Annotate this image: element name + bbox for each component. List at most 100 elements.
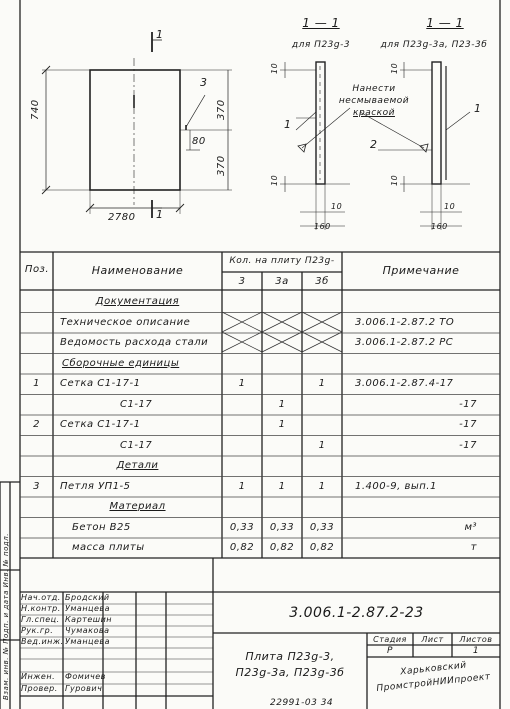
signer-role: Инжен. <box>21 672 56 681</box>
section-b-title: 1 — 1 <box>426 16 464 30</box>
qty-col-3b: 3б <box>315 276 329 287</box>
dim-width: 2780 <box>108 212 136 223</box>
qty-col-3: 3 <box>238 276 246 287</box>
signer-role: Н.контр. <box>21 604 61 613</box>
row-qty: 1 <box>318 439 326 451</box>
signer-name: Бродский <box>65 593 110 602</box>
row-note: т <box>470 542 477 553</box>
row-qty: 0,33 <box>309 521 335 533</box>
title-line-2: П23g-3а, П23g-3б <box>235 666 345 679</box>
doc-code: 3.006.1-2.87.2-23 <box>289 605 424 621</box>
row-note: -17 <box>459 398 477 410</box>
signer-name: Уманцева <box>65 637 111 646</box>
row-qty: 1 <box>278 480 286 492</box>
signer-role: Вед.инж. <box>21 637 64 646</box>
row-qty: 1 <box>238 378 246 389</box>
row-qty: 0,33 <box>269 521 295 533</box>
plate-plan-view <box>41 32 232 218</box>
row-qty: 0,33 <box>229 521 255 533</box>
row-qty: 1 <box>278 398 286 410</box>
col-name-header: Наименование <box>91 264 184 277</box>
section-mark-bottom: 1 <box>156 208 164 221</box>
row-note: 1.400-9, вып.1 <box>355 480 437 492</box>
section-b-subtitle: для П23g-3а, П23-3б <box>380 40 488 50</box>
signer-name: Фомичев <box>65 672 106 681</box>
row-pos: 1 <box>33 378 40 389</box>
col-qty-header: Кол. на плиту П23g- <box>229 256 335 266</box>
note-line-1: Нанести <box>352 84 396 94</box>
signer-role: Провер. <box>21 684 58 693</box>
section-a-title: 1 — 1 <box>302 16 340 30</box>
dim-10-f: 10 <box>444 202 456 211</box>
dim-10-a: 10 <box>270 62 279 74</box>
plate-callout: 3 <box>200 76 208 89</box>
qty-col-3a: 3а <box>275 276 289 287</box>
signer-role: Гл.спец. <box>21 615 60 624</box>
callout-1a: 1 <box>284 118 292 131</box>
row-name: С1-17 <box>120 439 153 451</box>
bottom-number: 22991-03 34 <box>270 698 334 708</box>
row-name: Петля УП1-5 <box>60 480 131 492</box>
callout-2: 2 <box>370 138 378 151</box>
row-note: -17 <box>459 419 477 430</box>
sheets-value: 1 <box>472 646 480 656</box>
row-note: -17 <box>459 439 477 451</box>
signer-name: Чумакова <box>65 626 110 635</box>
stage-header: Стадия <box>373 635 407 644</box>
row-qty: 1 <box>318 480 326 492</box>
row-qty: 1 <box>238 480 246 492</box>
sheets-header: Листов <box>459 635 493 644</box>
row-name: Детали <box>116 460 159 471</box>
row-qty: 0,82 <box>229 542 255 553</box>
row-qty: 0,82 <box>309 542 335 553</box>
col-note-header: Примечание <box>382 264 460 277</box>
dim-10-e: 10 <box>331 202 343 211</box>
stage-value: Р <box>387 646 393 656</box>
row-name: Материал <box>109 501 166 512</box>
row-name: масса плиты <box>72 542 145 553</box>
row-qty: 1 <box>318 378 326 389</box>
signer-name: Гурович <box>65 684 103 693</box>
dim-lower: 370 <box>216 155 227 176</box>
callout-1b: 1 <box>474 102 482 115</box>
sheet-header: Лист <box>421 635 444 644</box>
dim-80: 80 <box>192 136 206 147</box>
dim-10-c: 10 <box>390 62 399 74</box>
row-note: 3.006.1-2.87.4-17 <box>355 378 454 389</box>
title-line-1: Плита П23g-3, <box>245 650 335 663</box>
section-b-view <box>359 61 471 230</box>
row-qty: 1 <box>278 419 286 430</box>
dim-160-a: 160 <box>314 222 331 231</box>
dim-160-b: 160 <box>431 222 448 231</box>
row-name: Документация <box>95 296 180 307</box>
dim-height: 740 <box>30 99 41 120</box>
signer-role: Рук.гр. <box>21 626 54 635</box>
row-name: Сетка С1-17-1 <box>60 419 141 430</box>
section-a-subtitle: для П23g-3 <box>291 40 351 50</box>
row-qty: 0,82 <box>269 542 295 553</box>
signer-name: Картешин <box>65 615 112 624</box>
row-pos: 3 <box>33 480 40 492</box>
note-line-3: краской <box>353 108 395 118</box>
col-pos-header: Поз. <box>24 264 50 275</box>
side-stamp-text: Взам. инв. № Подп. и дата Инв. № подл. <box>2 533 10 700</box>
section-a-view <box>280 61 351 230</box>
signer-name: Уманцева <box>65 604 111 613</box>
row-name: Техническое описание <box>60 316 191 328</box>
row-note: м³ <box>464 521 477 533</box>
section-mark-top: 1 <box>156 28 164 41</box>
signer-role: Нач.отд. <box>21 593 61 602</box>
row-name: Сборочные единицы <box>62 357 180 369</box>
row-name: Сетка С1-17-1 <box>60 378 141 389</box>
dim-10-d: 10 <box>390 174 399 186</box>
row-name: С1-17 <box>120 398 153 410</box>
note-line-2: несмываемой <box>338 96 410 106</box>
row-name: Ведомость расхода стали <box>60 337 209 348</box>
dim-10-b: 10 <box>270 174 279 186</box>
row-note: 3.006.1-2.87.2 РС <box>355 337 454 348</box>
dim-upper: 370 <box>216 99 227 120</box>
row-note: 3.006.1-2.87.2 ТО <box>355 316 455 328</box>
row-name: Бетон В25 <box>72 521 131 533</box>
row-pos: 2 <box>33 419 40 430</box>
